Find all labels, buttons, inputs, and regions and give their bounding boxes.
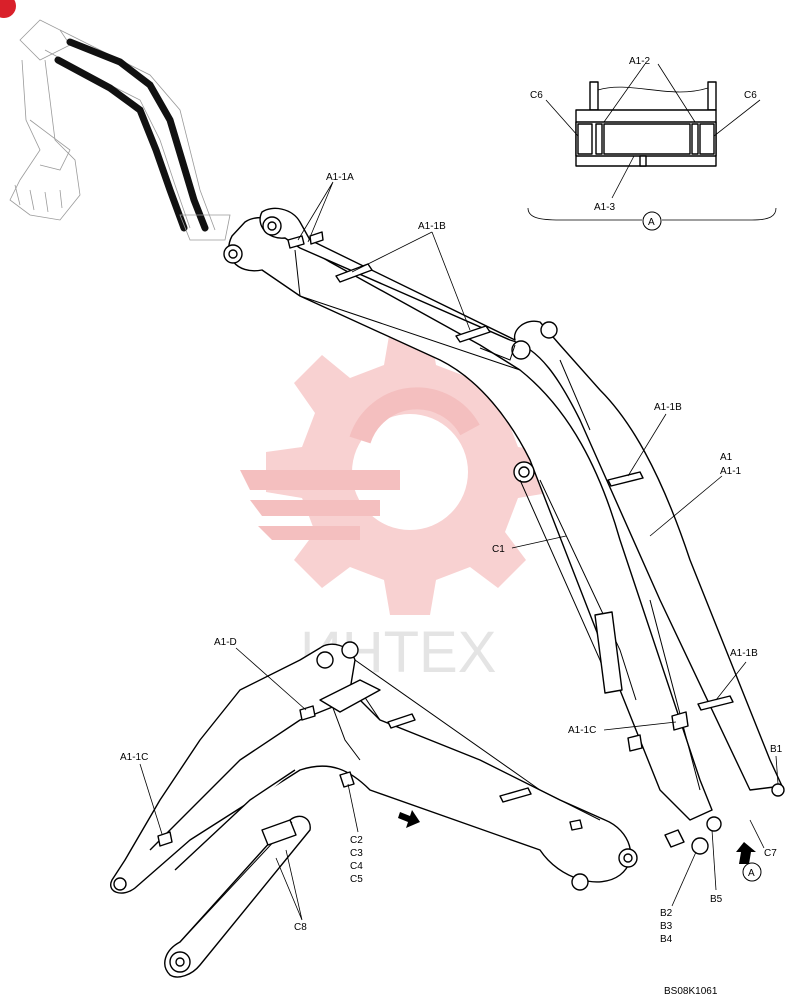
label-b1: B1 xyxy=(770,744,783,755)
boom-assembly xyxy=(110,641,638,978)
label-a1: A1 xyxy=(720,452,733,463)
label-a1-1b-low: A1-1B xyxy=(730,648,758,659)
label-a1-1: A1-1 xyxy=(720,466,742,477)
detail-label-a1-3: A1-3 xyxy=(594,202,616,213)
label-a1-1b-mid: A1-1B xyxy=(654,402,682,413)
label-c5: C5 xyxy=(350,874,363,885)
label-a1-1c-arm: A1-1C xyxy=(568,725,596,736)
view-a-circle-label: A xyxy=(648,217,655,228)
view-a-marker-circle xyxy=(742,862,762,882)
label-a1-1d: A1-D xyxy=(214,637,237,648)
part-labels: A1-1A A1-1B A1-1B A1 A1-1 C1 A1-1B A1-1C… xyxy=(120,172,783,945)
detail-label-a1-2: A1-2 xyxy=(629,56,651,67)
detail-label-c6-right: C6 xyxy=(744,90,757,101)
detail-view-a: A A1-2 C6 C6 A1-3 xyxy=(527,56,777,231)
detail-label-c6-left: C6 xyxy=(530,90,543,101)
leader-lines xyxy=(139,181,779,921)
label-b2: B2 xyxy=(660,908,673,919)
label-c1: C1 xyxy=(492,544,505,555)
label-b5: B5 xyxy=(710,894,723,905)
label-b4: B4 xyxy=(660,934,673,945)
watermark-gear-icon xyxy=(240,330,554,615)
view-a-marker-label: A xyxy=(748,868,755,879)
label-a1-1b-top: A1-1B xyxy=(418,221,446,232)
label-c3: C3 xyxy=(350,848,363,859)
label-b3: B3 xyxy=(660,921,673,932)
drawing-code: BS08K1061 xyxy=(664,986,718,997)
label-c4: C4 xyxy=(350,861,363,872)
label-c8: C8 xyxy=(294,922,307,933)
label-c2: C2 xyxy=(350,835,363,846)
label-a1-1c-boom: A1-1C xyxy=(120,752,148,763)
corner-badge-icon xyxy=(0,0,16,18)
direction-arrow-icon xyxy=(398,810,420,828)
label-c7: C7 xyxy=(764,848,777,859)
label-a1-1a: A1-1A xyxy=(326,172,354,183)
excavator-overview xyxy=(9,19,231,241)
arm-assembly xyxy=(223,207,785,855)
view-a-arrow-icon xyxy=(736,842,756,864)
